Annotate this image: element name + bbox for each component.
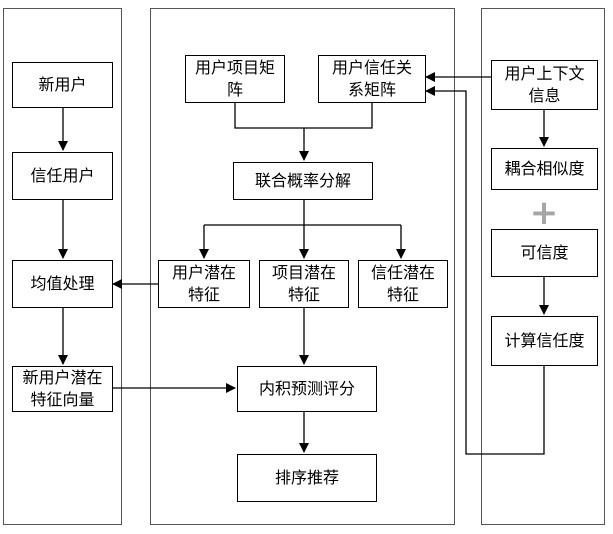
user-latent-feature-node: 用户潜在 特征 (158, 260, 250, 308)
trusted-user-node: 信任用户 (12, 152, 113, 200)
new-user-latent-vector-node: 新用户潜在 特征向量 (12, 366, 113, 412)
joint-prob-factorization-node: 联合概率分解 (233, 162, 373, 200)
compute-trust-node: 计算信任度 (491, 316, 598, 366)
user-item-matrix-node: 用户项目矩 阵 (185, 55, 285, 103)
item-latent-feature-node: 项目潜在 特征 (259, 260, 349, 308)
credibility-node: 可信度 (491, 229, 598, 277)
sort-recommend-node: 排序推荐 (237, 454, 377, 502)
trust-latent-feature-node: 信任潜在 特征 (358, 260, 448, 308)
new-user-node: 新用户 (12, 62, 113, 108)
user-context-info-node: 用户上下文 信息 (491, 60, 598, 110)
coupled-similarity-node: 耦合相似度 (491, 148, 598, 190)
user-trust-matrix-node: 用户信任关 系矩阵 (318, 55, 426, 103)
mean-processing-node: 均值处理 (12, 260, 113, 308)
plus-icon: + (529, 203, 559, 223)
inner-product-score-node: 内积预测评分 (237, 366, 377, 412)
